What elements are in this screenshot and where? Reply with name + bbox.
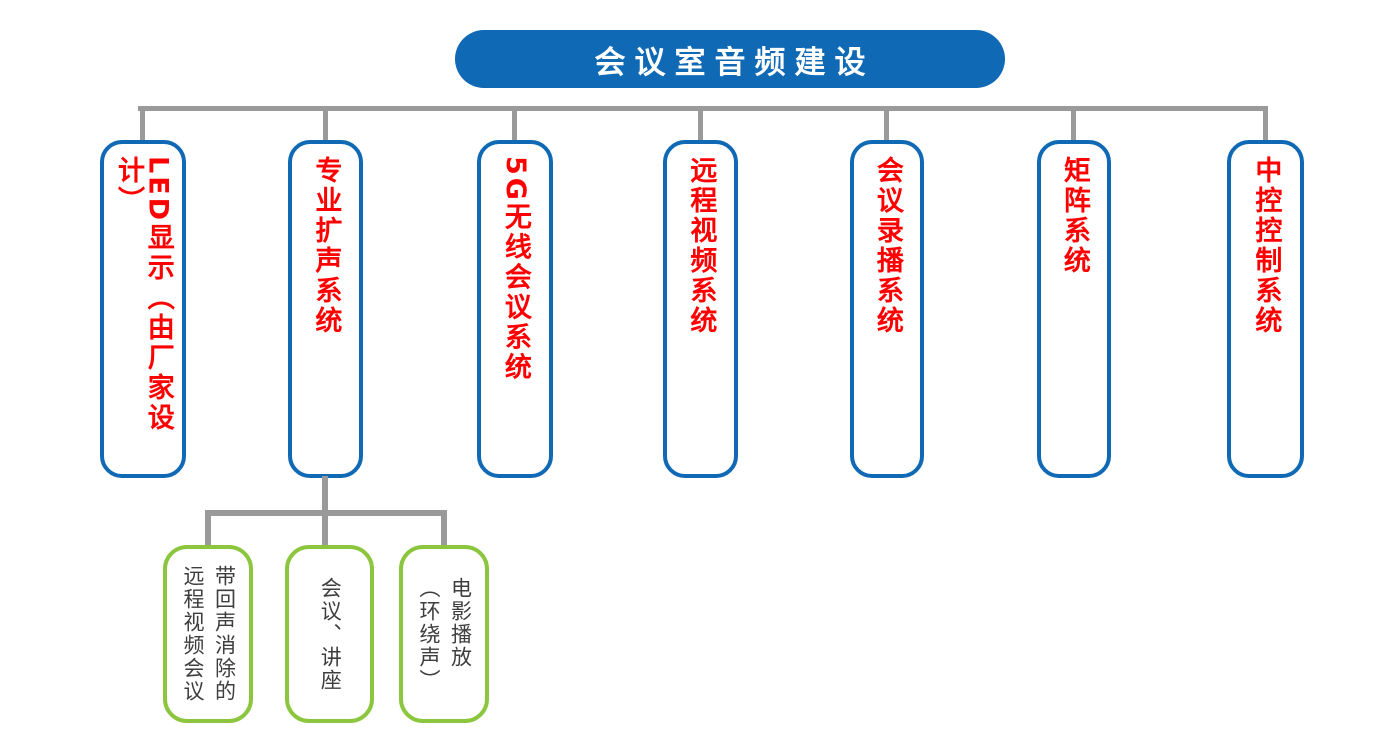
node-label: 远程视频系统	[685, 156, 717, 336]
level1-connector-drop	[140, 106, 145, 144]
level1-connector-drop	[1263, 106, 1268, 144]
level1-connector-drop	[1071, 106, 1076, 144]
node-label: 中控控制系统	[1250, 156, 1282, 336]
level1-connector-drop	[323, 106, 328, 144]
level2-connector-drop	[441, 510, 447, 547]
level1-connector-drop	[698, 106, 703, 144]
level1-connector-bus	[138, 106, 1268, 111]
node-led-display: LED显示（由厂家设计）	[100, 140, 186, 478]
node-5g-wireless-conference: 5G无线会议系统	[477, 140, 553, 478]
node-pro-sound-system: 专业扩声系统	[288, 140, 363, 478]
node-central-control-system: 中控控制系统	[1227, 140, 1304, 478]
node-label: LED显示（由厂家设计）	[113, 156, 174, 434]
level2-connector-bus	[205, 510, 447, 516]
node-label: 专业扩声系统	[310, 156, 342, 336]
node-echo-cancel-video-conference: 带回声消除的 远程视频会议	[163, 545, 253, 723]
node-matrix-system: 矩阵系统	[1037, 140, 1111, 478]
node-label: 电影播放 （环绕声）	[417, 576, 473, 692]
node-label: 矩阵系统	[1058, 156, 1090, 276]
root-node-label: 会议室音频建设	[594, 44, 875, 81]
level2-connector-drop	[205, 510, 211, 547]
level1-connector-drop	[884, 106, 889, 144]
node-movie-surround-sound: 电影播放 （环绕声）	[399, 545, 489, 723]
node-meeting-lecture: 会议、讲座	[285, 545, 374, 723]
node-remote-video-system: 远程视频系统	[663, 140, 738, 478]
node-conference-recording: 会议录播系统	[850, 140, 924, 478]
root-node: 会议室音频建设	[455, 30, 1005, 88]
node-label: 会议、讲座	[318, 576, 343, 692]
node-label: 会议录播系统	[871, 156, 903, 336]
level1-connector-drop	[512, 106, 517, 144]
node-label: 带回声消除的 远程视频会议	[181, 565, 237, 703]
node-label: 5G无线会议系统	[499, 156, 531, 383]
